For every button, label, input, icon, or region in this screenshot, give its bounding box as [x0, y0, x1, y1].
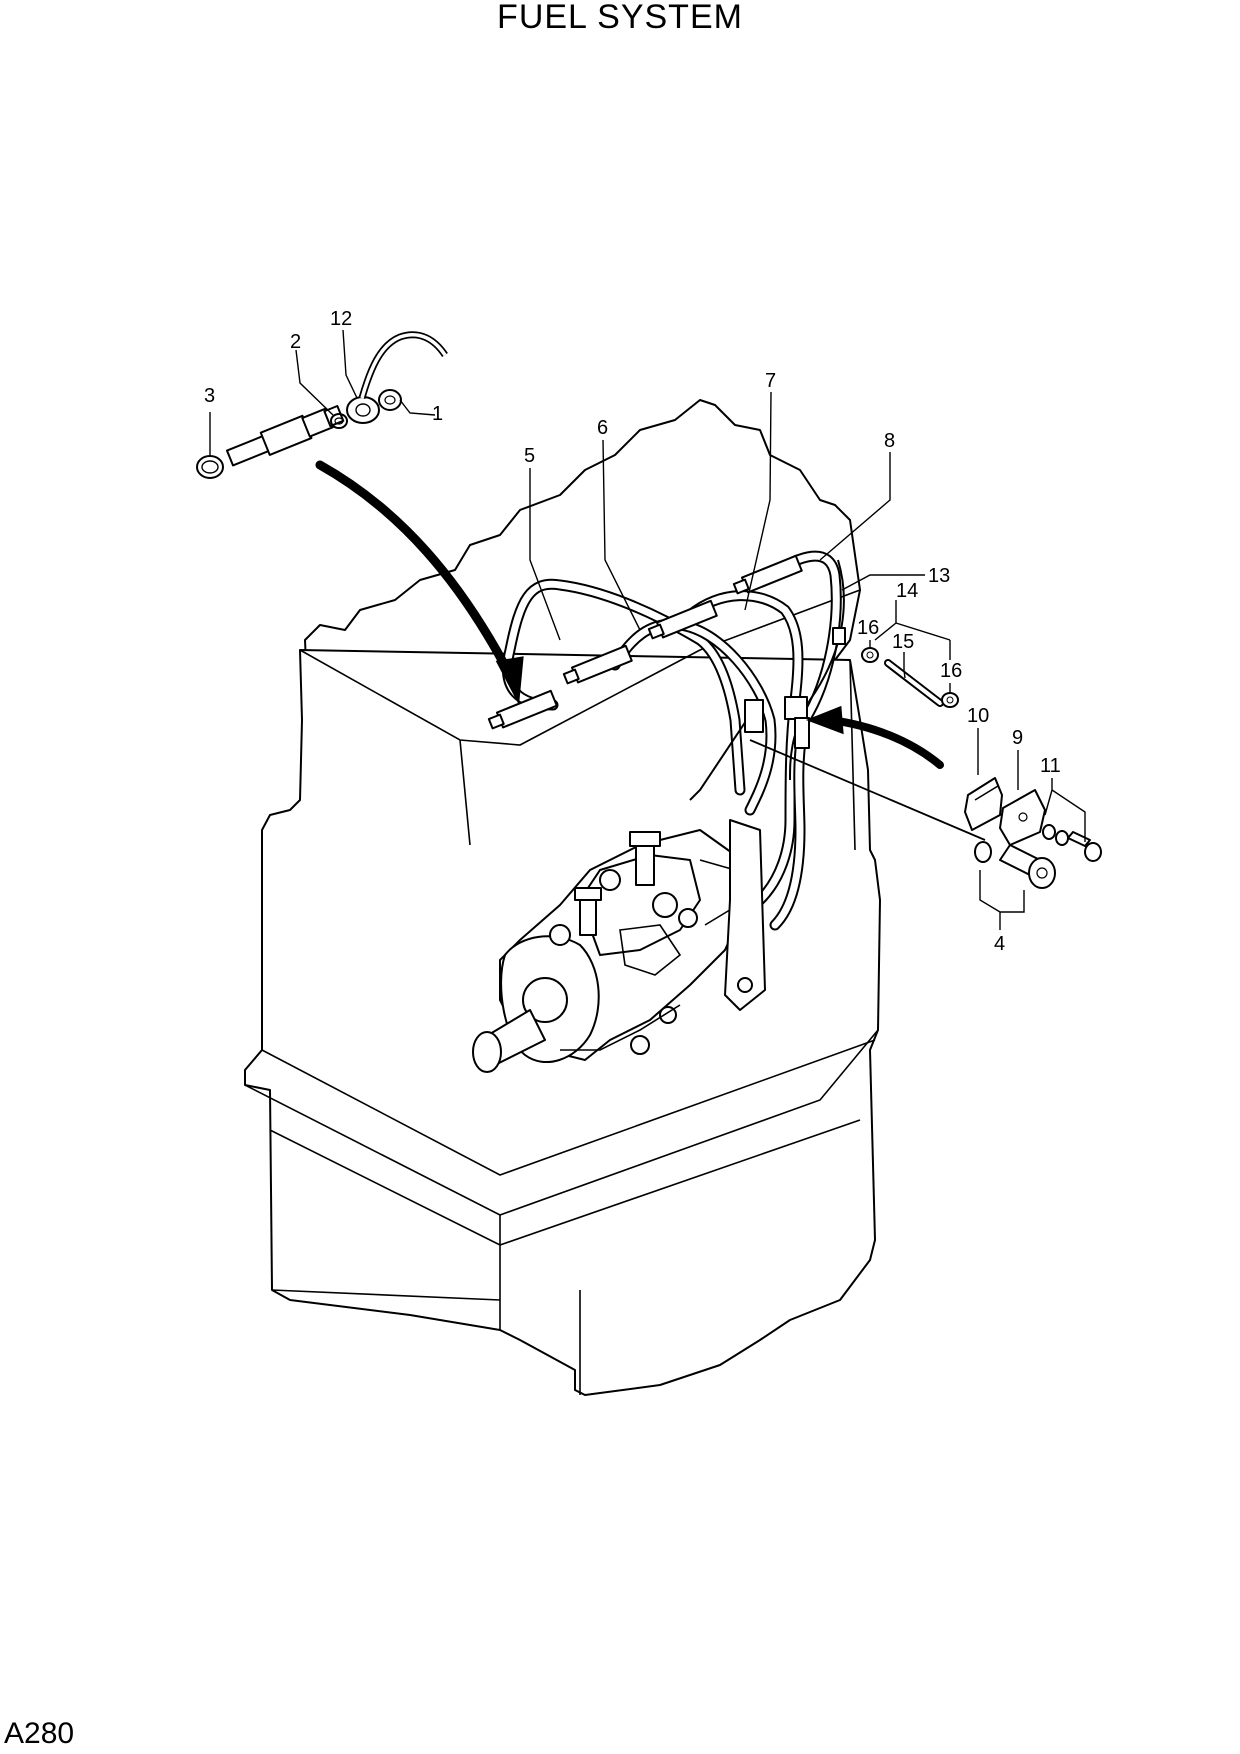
callout-6: 6 [597, 417, 608, 439]
callout-4: 4 [994, 933, 1005, 955]
callout-16-upper: 16 [857, 617, 879, 639]
nut-part-16-upper [861, 647, 879, 663]
callout-16-lower: 16 [940, 660, 962, 682]
leader-lines [209, 329, 1086, 930]
nozzle-holder [226, 405, 345, 467]
callout-labels: 1 2 3 4 5 6 7 8 9 10 11 12 13 14 15 16 1… [204, 308, 1061, 955]
block-detail-lines [261, 589, 876, 1301]
washer-part-2 [330, 413, 348, 429]
nut-part-16-lower [941, 692, 959, 708]
callout-2: 2 [290, 331, 301, 353]
callout-7: 7 [765, 370, 776, 392]
clamp-part-10 [964, 777, 1003, 831]
callout-9: 9 [1012, 727, 1023, 749]
rod-part-15 [884, 659, 944, 707]
callout-12: 12 [330, 308, 352, 330]
callout-13: 13 [928, 565, 950, 587]
injector-nozzles [487, 554, 803, 730]
clamp-part-9 [999, 789, 1046, 846]
callout-14: 14 [896, 580, 918, 602]
callout-10: 10 [967, 705, 989, 727]
oil-pan-outline [244, 1029, 879, 1395]
pipe-clamp-assembly [744, 627, 846, 749]
assembly-arrows [315, 460, 986, 841]
fuel-injection-pump [472, 819, 766, 1073]
bolt-part-11 [1042, 824, 1102, 862]
callout-5: 5 [524, 445, 535, 467]
callout-8: 8 [884, 430, 895, 452]
nut-part-1 [378, 389, 402, 411]
callout-3: 3 [204, 385, 215, 407]
callout-11: 11 [1040, 755, 1061, 777]
callout-1: 1 [432, 403, 443, 425]
engine-block-outline [244, 399, 881, 1396]
hollow-bolt-part-4 [974, 841, 1056, 889]
page-title: FUEL SYSTEM [497, 0, 743, 36]
o-ring-part-3 [196, 455, 224, 479]
callout-15: 15 [892, 631, 914, 653]
banjo-fitting-part-12 [346, 331, 448, 424]
page-code: A280 [4, 1717, 75, 1750]
